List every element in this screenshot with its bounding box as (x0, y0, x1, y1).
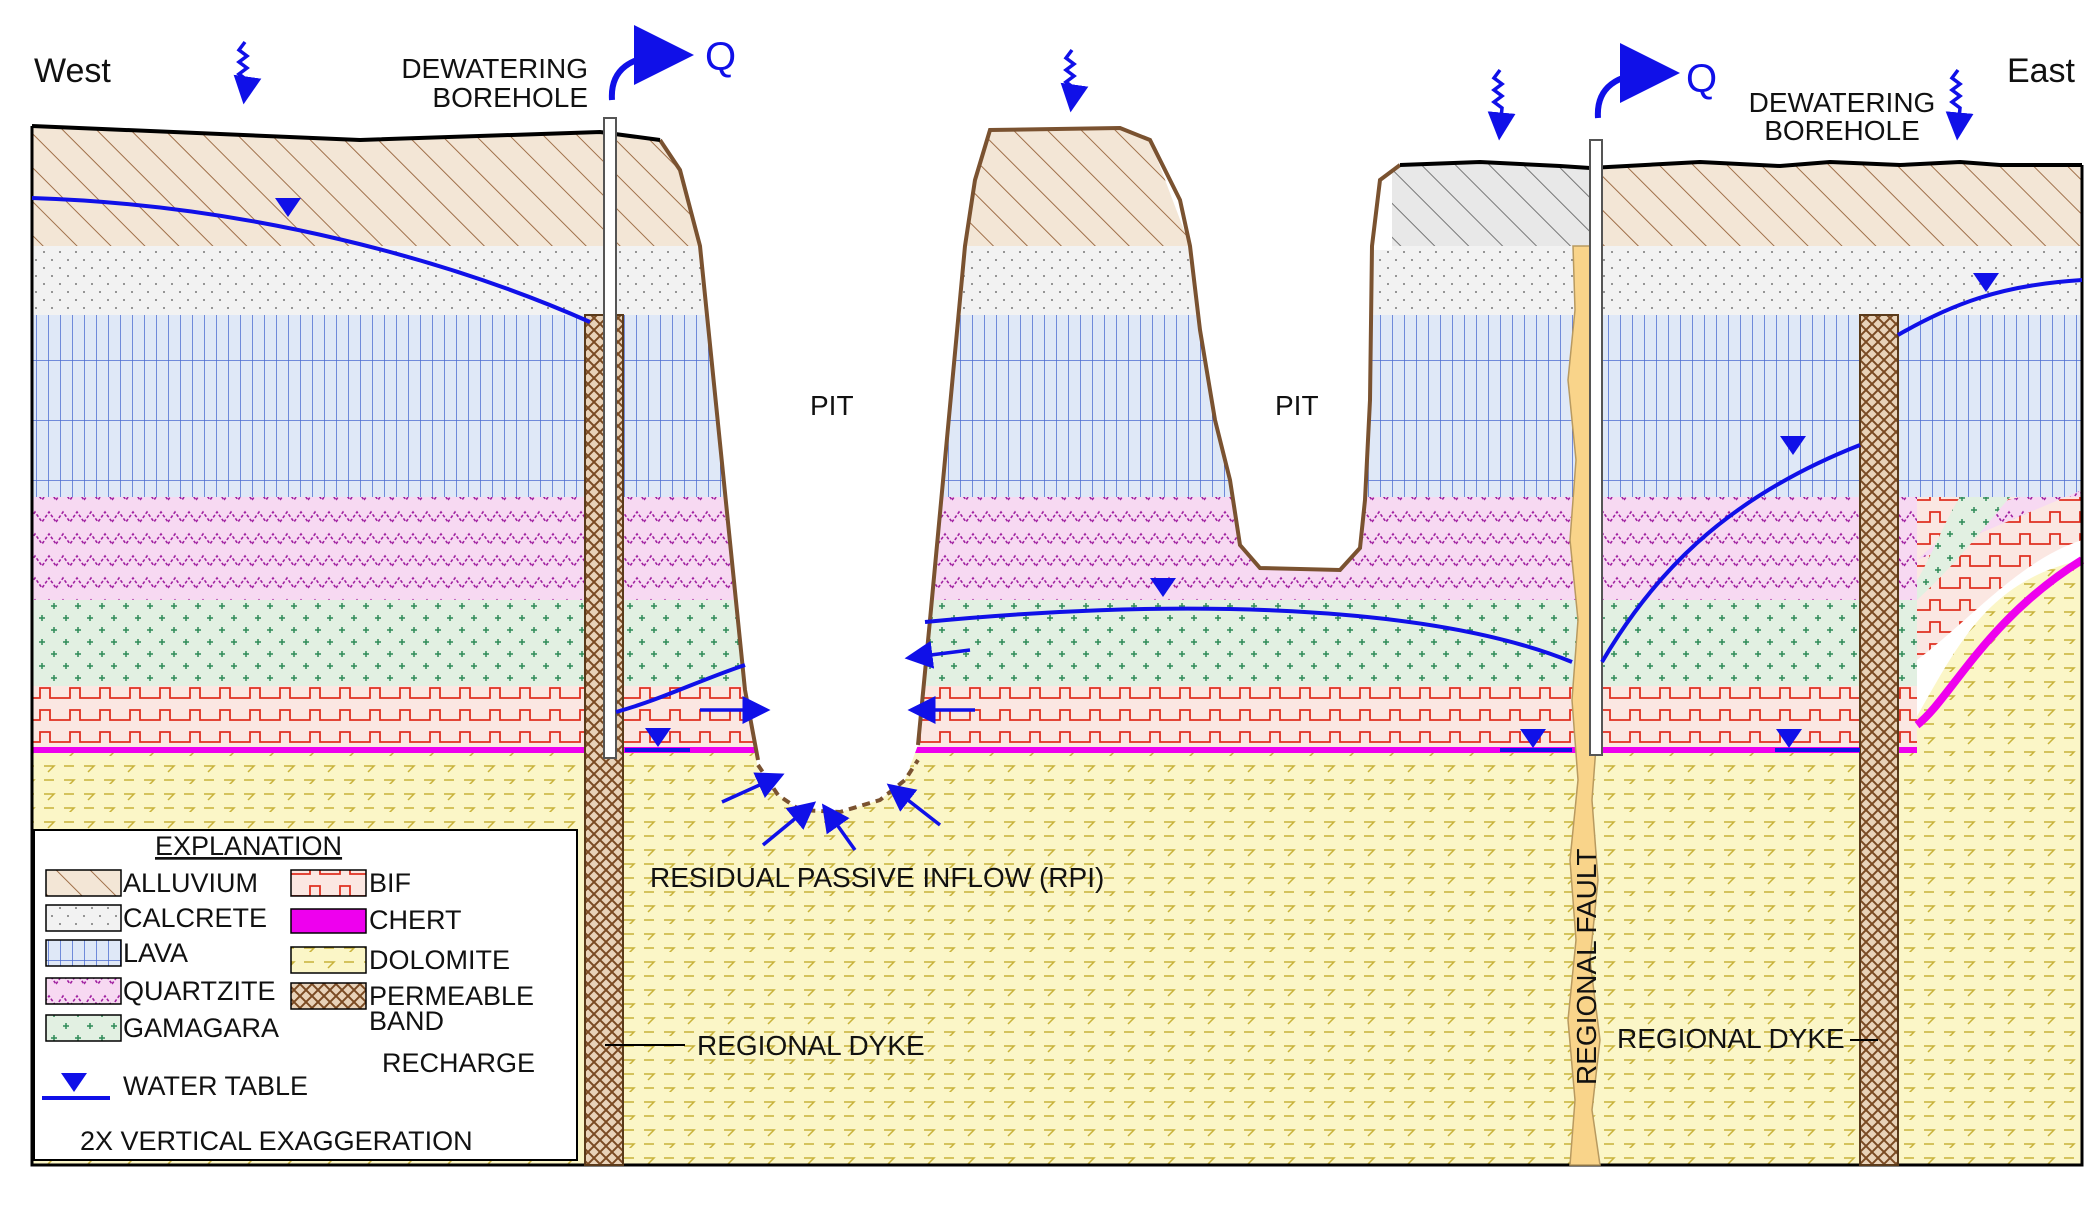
legend-swatch-chert (290, 908, 367, 934)
legend-label-gamagara: GAMAGARA (123, 1013, 279, 1043)
legend-swatch-calcrete (45, 904, 122, 932)
legend-swatch-bif (290, 869, 367, 897)
legend-swatch-permeable-band (290, 982, 367, 1010)
legend-label-lava: LAVA (123, 938, 188, 968)
west-label: West (34, 52, 111, 90)
legend-label-alluvium: ALLUVIUM (123, 868, 258, 898)
pit-label-east: PIT (1275, 390, 1319, 421)
layer-alluvium-grey (1372, 162, 1590, 246)
fault-label: REGIONAL FAULT (1571, 849, 1602, 1086)
legend: EXPLANATION ALLUVIUM CALCRETE LAVA QUART… (33, 829, 578, 1161)
water-table-lines (31, 196, 2083, 752)
dewatering-borehole-east (1589, 139, 1603, 756)
pit-east-void (1190, 180, 1380, 570)
regional-dyke-east (1859, 314, 1899, 1166)
section-frame (30, 126, 2084, 1167)
east-label: East (2007, 52, 2076, 90)
legend-label-bif: BIF (369, 868, 411, 898)
q-label-west: Q (705, 35, 736, 79)
legend-label-recharge: RECHARGE (382, 1048, 535, 1078)
legend-swatch-dolomite (290, 946, 367, 974)
layer-calcrete (32, 246, 2082, 315)
layer-quartzite (32, 497, 1917, 600)
borehole-label-west-2: BOREHOLE (432, 82, 588, 113)
dyke-label-west: REGIONAL DYKE (697, 1030, 925, 1061)
layer-alluvium-west (32, 126, 700, 246)
legend-label-chert: CHERT (369, 905, 462, 935)
layer-bif (32, 686, 1917, 750)
inflow-arrows (700, 640, 975, 852)
legend-water-table-symbol (61, 1073, 87, 1092)
legend-swatch-alluvium (45, 869, 122, 897)
legend-label-dolomite: DOLOMITE (369, 945, 510, 975)
legend-note-exaggeration: 2X VERTICAL EXAGGERATION (80, 1126, 473, 1156)
layer-lava (32, 315, 2082, 497)
q-label-east: Q (1686, 57, 1717, 101)
legend-swatch-lava (45, 939, 122, 967)
pit-east-outline (916, 125, 1402, 746)
legend-label-calcrete: CALCRETE (123, 903, 267, 933)
sky (0, 0, 2100, 246)
borehole-label-east-2: BOREHOLE (1764, 115, 1920, 146)
dewatering-borehole-west (603, 117, 617, 759)
rpi-label: RESIDUAL PASSIVE INFLOW (RPI) (650, 862, 1104, 893)
legend-label-quartzite: QUARTZITE (123, 976, 276, 1006)
water-table-symbols (275, 198, 1999, 748)
pit-label-west: PIT (810, 390, 854, 421)
borehole-label-east-1: DEWATERING (1749, 87, 1936, 118)
dyke-label-east: REGIONAL DYKE (1617, 1023, 1845, 1054)
legend-swatch-quartzite (45, 977, 122, 1005)
legend-label-band: BAND (369, 1006, 444, 1036)
borehole-label-west-1: DEWATERING (401, 53, 588, 84)
layer-alluvium-middle (965, 128, 1190, 246)
layer-alluvium-east (1590, 162, 2082, 246)
legend-label-permeable: PERMEABLE (369, 981, 534, 1011)
legend-title: EXPLANATION (155, 831, 342, 861)
layer-gamagara-east (1917, 497, 2010, 600)
legend-label-water-table: WATER TABLE (123, 1071, 308, 1101)
discharge-arrows (608, 25, 1680, 119)
chert-band-east (1914, 556, 2085, 729)
legend-swatch-gamagara (45, 1014, 122, 1042)
